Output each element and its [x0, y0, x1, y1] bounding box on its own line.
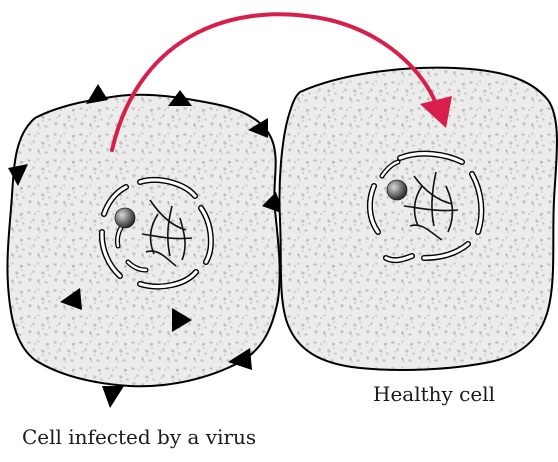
infected-cell-label: Cell infected by a virus [22, 425, 256, 449]
infected-cell-nucleolus [115, 208, 135, 228]
healthy-cell-nucleolus [387, 180, 407, 200]
infected-cell-membrane [7, 95, 279, 387]
infected-cell [7, 84, 284, 408]
virus-particle-icon [102, 386, 124, 408]
healthy-cell [279, 68, 557, 370]
healthy-cell-membrane [279, 68, 557, 370]
healthy-cell-label: Healthy cell [373, 382, 495, 406]
